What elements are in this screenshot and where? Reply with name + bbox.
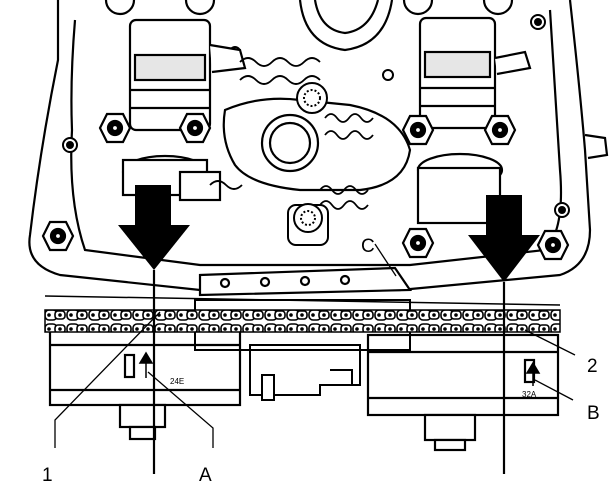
sprocket-mark-24e: 24E [170,377,184,386]
right-sprocket [366,333,560,452]
splined-gears [287,82,329,246]
camshaft-springs [209,57,374,210]
label-point-c: C [361,236,375,257]
cylinder-head [28,0,609,292]
timing-chain [44,295,561,333]
left-arrow [118,185,190,270]
right-arrow [468,195,540,282]
label-part-2: 2 [587,356,598,377]
hex-bolts [41,112,570,261]
top-bolts [104,0,514,16]
label-part-1: 1 [42,465,53,486]
left-sprocket [48,328,242,441]
label-point-b: B [587,403,600,424]
label-point-a: A [199,465,212,486]
chain-guide-c [198,266,413,297]
sprocket-mark-32a: 32A [522,390,537,399]
leader-lines [54,243,576,448]
mark-arrows [138,351,541,386]
lower-housing [194,299,411,401]
left-cam-journal [121,18,247,202]
right-cam-journal [416,16,532,225]
